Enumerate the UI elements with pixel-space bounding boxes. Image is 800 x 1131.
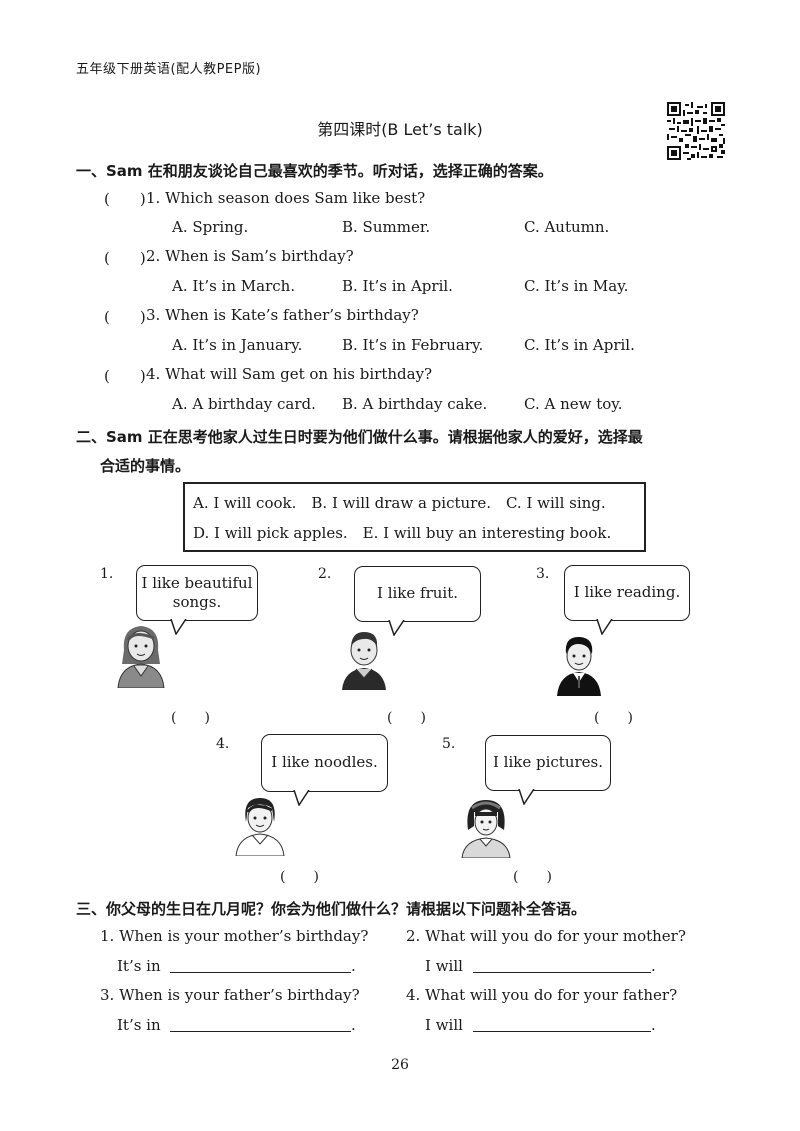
boy-avatar-3 [557,636,601,696]
bubble-tail-2 [388,620,405,636]
speech-bubble-1: I like beautiful songs. [136,565,258,621]
s3-answer-4-blank[interactable] [473,1031,651,1032]
q4-option-b[interactable]: B. A birthday cake. [342,395,488,413]
s3-answer-1-period: . [351,957,356,975]
speech-bubble-4: I like noodles. [261,734,388,792]
page-number: 26 [391,1057,409,1073]
question-1: 1. Which season does Sam like best? [146,189,426,207]
section2-heading: 二、Sam 正在思考他家人过生日时要为他们做什么事。请根据他家人的爱好，选择最 [76,428,643,446]
q1-option-a[interactable]: A. Spring. [172,218,249,236]
qr-code-icon [667,102,725,160]
s3-answer-4-period: . [651,1016,656,1034]
girl-avatar-5 [461,800,511,858]
question-2: 2. When is Sam’s birthday? [146,247,354,265]
item-paren-5[interactable]: ( ) [513,869,552,885]
answer-paren-2[interactable]: ( ) [104,249,146,267]
bubble-tail-4 [293,790,310,806]
bubble-4-text: I like noodles. [271,753,378,772]
s3-answer-3-period: . [351,1016,356,1034]
q2-option-b[interactable]: B. It’s in April. [342,277,453,295]
q2-option-c[interactable]: C. It’s in May. [524,277,629,295]
s3-answer-3-prefix: It’s in [117,1016,161,1034]
item-paren-3[interactable]: ( ) [594,710,633,726]
item-number-4: 4. [216,736,230,752]
s3-answer-1-prefix: It’s in [117,957,161,975]
speech-bubble-3: I like reading. [564,565,690,621]
speech-bubble-2: I like fruit. [354,566,481,622]
s3-answer-3-blank[interactable] [170,1031,351,1032]
q4-option-a[interactable]: A. A birthday card. [172,395,316,413]
answer-paren-4[interactable]: ( ) [104,367,146,385]
s3-question-2: 2. What will you do for your mother? [406,927,686,945]
s3-question-1: 1. When is your mother’s birthday? [100,927,369,945]
bubble-5-text: I like pictures. [492,753,604,772]
s3-answer-1-blank[interactable] [170,972,351,973]
answer-paren-1[interactable]: ( ) [104,190,146,208]
item-number-1: 1. [100,566,114,582]
q2-option-a[interactable]: A. It’s in March. [172,277,296,295]
s3-question-4: 4. What will you do for your father? [406,986,678,1004]
item-number-2: 2. [318,566,332,582]
speech-bubble-5: I like pictures. [485,735,611,791]
q1-option-b[interactable]: B. Summer. [342,218,431,236]
q3-option-b[interactable]: B. It’s in February. [342,336,484,354]
bubble-tail-1 [170,619,187,635]
section1-heading: 一、Sam 在和朋友谈论自己最喜欢的季节。听对话，选择正确的答案。 [76,162,553,180]
section2-heading-cont: 合适的事情。 [100,457,191,475]
item-paren-4[interactable]: ( ) [280,869,319,885]
q4-option-c[interactable]: C. A new toy. [524,395,623,413]
bubble-1-line-1: I like beautiful [141,573,253,592]
bubble-tail-5 [518,789,535,805]
q3-option-a[interactable]: A. It’s in January. [172,336,303,354]
section3-heading: 三、你父母的生日在几月呢？你会为他们做什么？请根据以下问题补全答语。 [76,900,587,918]
s3-answer-2-blank[interactable] [473,972,651,973]
answer-paren-3[interactable]: ( ) [104,308,146,326]
bubble-1-line-2: songs. [172,593,222,611]
item-number-5: 5. [442,736,456,752]
woman-avatar-4 [235,798,285,856]
choices-line-2: D. I will pick apples. E. I will buy an … [193,524,612,542]
s3-answer-2-period: . [651,957,656,975]
s3-question-3: 3. When is your father’s birthday? [100,986,360,1004]
q3-option-c[interactable]: C. It’s in April. [524,336,635,354]
item-paren-1[interactable]: ( ) [171,710,210,726]
item-number-3: 3. [536,566,550,582]
bubble-tail-3 [596,619,613,635]
item-paren-2[interactable]: ( ) [387,710,426,726]
woman-avatar-1 [117,626,165,688]
question-4: 4. What will Sam get on his birthday? [146,365,433,383]
bubble-2-text: I like fruit. [377,584,458,603]
bubble-3-text: I like reading. [573,583,681,602]
choices-line-1: A. I will cook. B. I will draw a picture… [193,494,606,512]
lesson-title: 第四课时(B Let’s talk) [317,120,483,139]
s3-answer-4-prefix: I will [425,1016,463,1034]
man-avatar-2 [342,632,386,690]
choices-box: A. I will cook. B. I will draw a picture… [183,482,646,552]
book-header: 五年级下册英语(配人教PEP版) [76,62,262,77]
q1-option-c[interactable]: C. Autumn. [524,218,610,236]
s3-answer-2-prefix: I will [425,957,463,975]
question-3: 3. When is Kate’s father’s birthday? [146,306,419,324]
